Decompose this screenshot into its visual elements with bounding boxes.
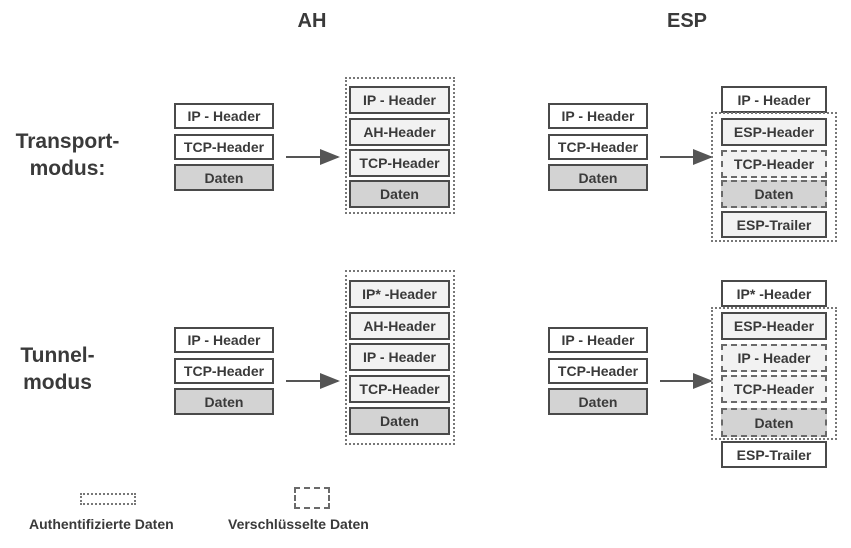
legend-authenticated-label: Authentifizierte Daten [29,516,174,532]
esp-transport-ip-header: IP - Header [721,86,827,113]
esp-transport-esp-trailer: ESP-Trailer [721,211,827,238]
orig-data-transport-esp: Daten [548,164,648,191]
row-label-transport-line1: Transport- [15,130,120,153]
orig-tcp-header-tunnel-esp: TCP-Header [548,358,648,384]
ah-tunnel-auth-frame [345,270,455,445]
ah-transport-tcp-header: TCP-Header [349,149,450,177]
ah-transport-ip-header: IP - Header [349,86,450,114]
ah-transport-data: Daten [349,180,450,208]
esp-tunnel-auth-frame [711,307,837,440]
row-label-tunnel-line2: modus [23,371,92,394]
orig-tcp-header-transport-esp: TCP-Header [548,134,648,160]
orig-tcp-header-tunnel-ah: TCP-Header [174,358,274,384]
ah-tunnel-ip-header: IP - Header [349,343,450,371]
legend-encrypted-label: Verschlüsselte Daten [228,516,369,532]
row-label-transport: Transport- modus: [0,128,135,182]
esp-tunnel-data: Daten [721,408,827,437]
esp-tunnel-ip-header: IP - Header [721,344,827,372]
esp-tunnel-esp-header: ESP-Header [721,312,827,340]
orig-data-tunnel-esp: Daten [548,388,648,415]
esp-transport-esp-header: ESP-Header [721,118,827,146]
row-label-tunnel-line1: Tunnel- [20,344,95,367]
orig-ip-header-transport-esp: IP - Header [548,103,648,129]
esp-transport-tcp-header: TCP-Header [721,150,827,178]
legend-authenticated-symbol [80,493,136,505]
legend-encrypted-symbol [294,487,330,509]
ah-transport-auth-frame [345,77,455,214]
esp-tunnel-ipstar-header: IP* -Header [721,280,827,307]
orig-ip-header-tunnel-ah: IP - Header [174,327,274,353]
orig-data-tunnel-ah: Daten [174,388,274,415]
orig-ip-header-transport-ah: IP - Header [174,103,274,129]
column-title-esp: ESP [666,10,708,32]
orig-ip-header-tunnel-esp: IP - Header [548,327,648,353]
ah-tunnel-ipstar-header: IP* -Header [349,280,450,308]
row-label-transport-line2: modus: [29,157,106,180]
orig-data-transport-ah: Daten [174,164,274,191]
column-title-ah: AH [297,10,327,32]
ah-tunnel-data: Daten [349,407,450,435]
ah-tunnel-tcp-header: TCP-Header [349,375,450,403]
esp-transport-data: Daten [721,180,827,208]
esp-tunnel-tcp-header: TCP-Header [721,375,827,403]
orig-tcp-header-transport-ah: TCP-Header [174,134,274,160]
ah-tunnel-ah-header: AH-Header [349,312,450,340]
esp-tunnel-esp-trailer: ESP-Trailer [721,441,827,468]
ah-transport-ah-header: AH-Header [349,118,450,146]
row-label-tunnel: Tunnel- modus [0,342,115,396]
esp-transport-auth-frame [711,112,837,242]
